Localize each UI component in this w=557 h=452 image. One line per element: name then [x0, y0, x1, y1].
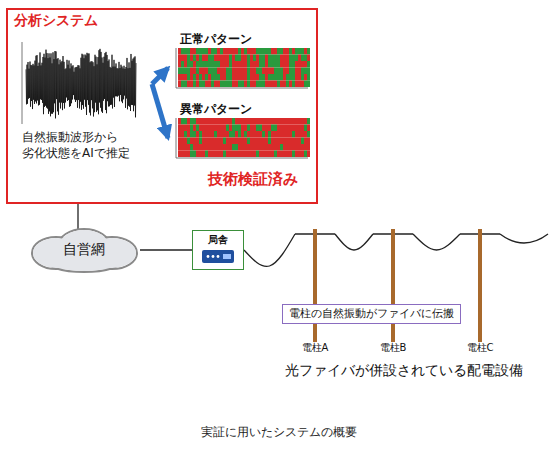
flow-arrow	[152, 68, 168, 84]
pole-graphic	[295, 226, 335, 342]
pole-text: 電柱B	[380, 342, 407, 354]
office-box: 局舎	[192, 230, 244, 270]
caption: 実証に用いたシステムの概要	[0, 424, 557, 441]
device-icon	[201, 249, 235, 264]
heatmap	[166, 46, 312, 92]
waveform-panel: 自然振動波形から 劣化状態をAIで推定	[14, 38, 154, 161]
heatmap-panel: 異常パターン	[166, 102, 312, 162]
fiber-cable	[413, 234, 460, 250]
heat-text: 正常パターン	[180, 32, 252, 46]
verified-label: 技術検証済み	[208, 170, 298, 189]
callout-box: 電柱の自然振動がファイバに伝搬	[282, 304, 461, 324]
pole-text: 電柱C	[467, 342, 494, 354]
pole-graphic	[460, 226, 500, 342]
network-link	[140, 249, 192, 250]
office-text: 局舎	[208, 234, 228, 246]
waveform-plot	[14, 38, 138, 130]
pole-graphic	[373, 226, 413, 342]
heatmap-panel: 正常パターン	[166, 32, 312, 92]
heatmap	[166, 116, 312, 162]
analysis-system-box: 自然振動波形から 劣化状態をAIで推定 正常パターン異常パターン 分析システム技術検…	[6, 8, 318, 204]
callout-text: 電柱の自然振動がファイバに伝搬	[289, 307, 454, 321]
pole-text: 電柱A	[302, 342, 329, 354]
cloud-text: 自営網	[63, 241, 105, 259]
flow-arrow	[152, 84, 168, 138]
sys-text: 分析システム	[14, 12, 98, 30]
network-cloud: 自営網	[26, 226, 142, 274]
fiber-cable	[244, 234, 295, 266]
utility-pole: 電柱B	[373, 226, 413, 354]
utility-pole: 電柱A	[295, 226, 335, 354]
facility-label: 光ファイバが併設されている配電設備	[285, 362, 523, 380]
heat-text: 異常パターン	[180, 102, 252, 116]
trailing-wire	[500, 234, 548, 243]
utility-pole: 電柱C	[460, 226, 500, 354]
fiber-cable	[335, 234, 373, 250]
network-link	[77, 204, 78, 229]
wave-text: 自然振動波形から 劣化状態をAIで推定	[22, 130, 154, 161]
